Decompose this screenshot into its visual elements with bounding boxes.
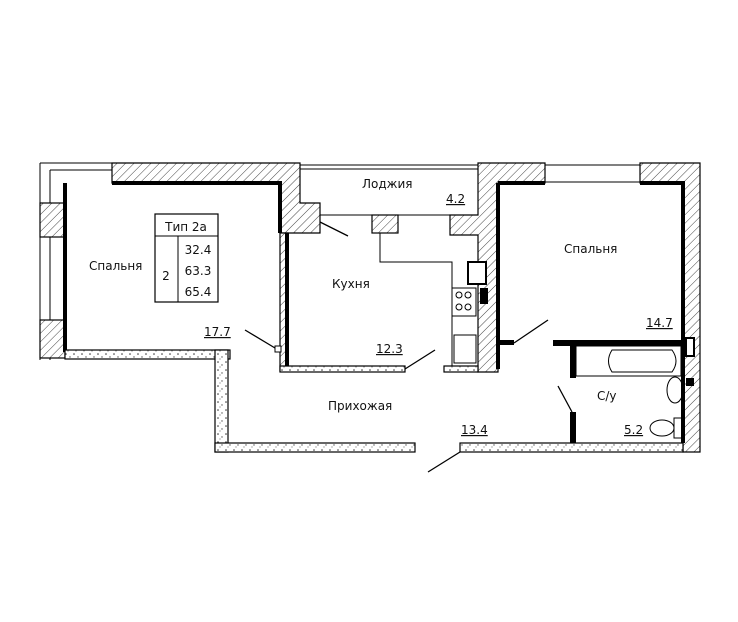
door-bathroom — [557, 385, 573, 413]
room-name-kitchen: Кухня — [332, 277, 370, 291]
living-area: 32.4 — [185, 243, 212, 257]
hall-left-wall — [214, 349, 229, 453]
room-name-bathroom: С/у — [597, 389, 617, 403]
entrance-door — [427, 451, 461, 473]
bathroom-top-wall — [553, 340, 683, 346]
room-area-hallway: 13.4 — [461, 423, 488, 437]
wall-pier — [39, 202, 66, 238]
loggia — [300, 164, 640, 216]
toilet-icon — [649, 419, 675, 437]
washbasin-icon — [666, 376, 684, 404]
bathtub-icon — [608, 349, 677, 373]
kitchen-bottom-wall-right — [443, 365, 479, 373]
room-name-bedroom-right: Спальня — [564, 242, 617, 256]
total-area-with-loggia: 65.4 — [185, 285, 212, 299]
bathtub-frame — [575, 345, 682, 377]
room-area-kitchen: 12.3 — [376, 342, 403, 356]
door-bedroom-right — [513, 319, 549, 344]
apartment-type-box: Тип 2а 2 32.4 63.3 65.4 — [154, 213, 219, 303]
wall-pier — [39, 319, 66, 359]
room-name-bedroom-left: Спальня — [89, 259, 142, 273]
left-window-frame — [39, 162, 112, 360]
door-loggia — [319, 221, 349, 237]
ventilation-shaft-icon — [467, 261, 487, 285]
room-name-loggia: Лоджия — [362, 177, 413, 191]
door-bedroom-left — [244, 329, 276, 349]
room-count: 2 — [162, 269, 170, 283]
room-area-bedroom-left: 17.7 — [204, 325, 231, 339]
type-title: Тип 2а — [164, 220, 207, 234]
kitchen-bottom-wall — [279, 365, 406, 373]
room-area-loggia: 4.2 — [446, 192, 465, 206]
door-kitchen — [404, 349, 436, 370]
bedroom-bottom-wall — [64, 349, 231, 360]
sink-icon — [453, 334, 477, 364]
bathroom-fixtures — [575, 337, 695, 439]
kitchen-counter — [379, 233, 488, 366]
right-top-wall — [639, 162, 701, 453]
room-name-hallway: Прихожая — [328, 399, 392, 413]
total-area: 63.3 — [185, 264, 212, 278]
hall-bottom-wall — [214, 442, 416, 453]
bathroom-bottom-wall — [459, 442, 684, 453]
stove-icon — [451, 287, 477, 317]
room-area-bedroom-right: 14.7 — [646, 316, 673, 330]
loggia-pier — [371, 214, 399, 234]
room-area-bathroom: 5.2 — [624, 423, 643, 437]
